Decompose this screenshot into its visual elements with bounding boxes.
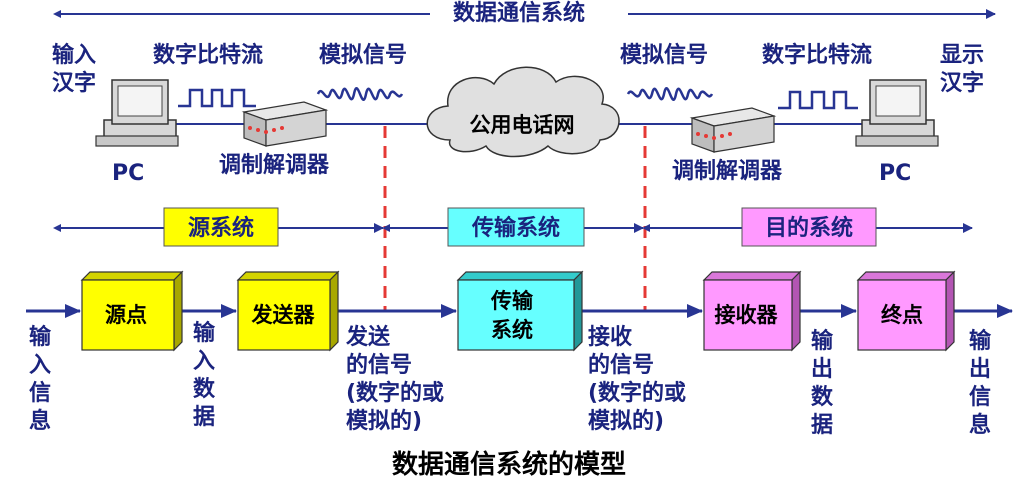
svg-text:信: 信 (969, 384, 991, 410)
diagram-caption: 数据通信系统的模型 (392, 449, 626, 480)
analog-right-label: 模拟信号 (620, 42, 708, 68)
pc-right-label: PC (879, 161, 911, 186)
svg-text:信: 信 (29, 380, 51, 406)
modem-left-label: 调制解调器 (219, 152, 330, 178)
source-point-label: 源点 (105, 303, 147, 327)
pc-right-icon (855, 79, 939, 147)
sent-signal-label: 发送 的信号 (数字的或 模拟的) (345, 324, 444, 434)
transmitter-block (236, 270, 340, 352)
transmission-block-label-1: 传输 (490, 289, 534, 313)
svg-text:数: 数 (193, 376, 216, 402)
sink-label: 终点 (881, 303, 923, 327)
pc-left-label: PC (112, 161, 144, 186)
svg-text:数: 数 (811, 384, 834, 410)
analog-right-wave (626, 86, 714, 102)
bitstream-right-wave (778, 90, 858, 110)
transmission-system-box (447, 207, 585, 247)
transmitter-label: 发送器 (251, 303, 316, 327)
svg-text:(数字的或: (数字的或 (588, 380, 686, 406)
network-label: 公用电话网 (470, 113, 575, 137)
input-info-label: 输 入 信 息 (29, 324, 52, 434)
pc-left-icon (95, 79, 179, 147)
display-hanzi-label-1: 显示 (940, 43, 984, 68)
svg-text:输: 输 (29, 324, 52, 350)
destination-system-label: 目的系统 (765, 215, 853, 241)
svg-text:(数字的或: (数字的或 (346, 380, 444, 406)
page-title: 数据通信系统 (453, 0, 585, 26)
svg-text:输: 输 (811, 328, 834, 354)
modem-right-icon (689, 107, 777, 153)
svg-text:的信号: 的信号 (588, 352, 654, 378)
svg-text:入: 入 (193, 349, 215, 374)
svg-text:发送: 发送 (345, 324, 390, 350)
input-data-label: 输 入 数 据 (193, 320, 216, 430)
output-info-label: 输 出 信 息 (969, 328, 992, 438)
svg-text:输: 输 (193, 320, 216, 346)
input-hanzi-label-2: 汉字 (52, 70, 96, 96)
svg-text:接收: 接收 (588, 324, 632, 350)
sink-block (856, 270, 956, 352)
receiver-label: 接收器 (715, 303, 779, 327)
svg-text:据: 据 (193, 405, 215, 430)
bitstream-left-label: 数字比特流 (153, 42, 263, 68)
source-system-label: 源系统 (188, 215, 254, 241)
transmission-block-label-2: 系统 (491, 318, 533, 342)
analog-left-wave (316, 86, 404, 102)
cloud-network-icon (426, 66, 620, 158)
svg-text:出: 出 (969, 357, 991, 382)
svg-text:息: 息 (969, 412, 991, 438)
transmission-block (456, 270, 584, 352)
modem-right-label: 调制解调器 (672, 158, 783, 184)
analog-left-label: 模拟信号 (319, 42, 407, 68)
svg-text:据: 据 (811, 413, 833, 438)
received-signal-label: 接收 的信号 (数字的或 模拟的) (588, 324, 686, 434)
source-system-box (163, 207, 279, 247)
destination-system-box (741, 207, 877, 247)
source-point-block (80, 270, 184, 352)
svg-text:出: 出 (811, 357, 833, 382)
svg-text:入: 入 (29, 353, 51, 378)
output-data-label: 输 出 数 据 (811, 328, 834, 438)
bitstream-right-label: 数字比特流 (762, 42, 872, 68)
svg-text:输: 输 (969, 328, 992, 354)
transmission-system-label: 传输系统 (471, 215, 560, 241)
modem-left-icon (241, 101, 329, 147)
input-hanzi-label-1: 输入 (52, 42, 96, 68)
svg-text:息: 息 (29, 408, 51, 434)
svg-text:模拟的): 模拟的) (588, 408, 664, 434)
svg-text:模拟的): 模拟的) (346, 408, 422, 434)
svg-text:的信号: 的信号 (346, 352, 412, 378)
bitstream-left-wave (178, 88, 256, 108)
receiver-block (702, 270, 802, 352)
display-hanzi-label-2: 汉字 (940, 70, 984, 96)
